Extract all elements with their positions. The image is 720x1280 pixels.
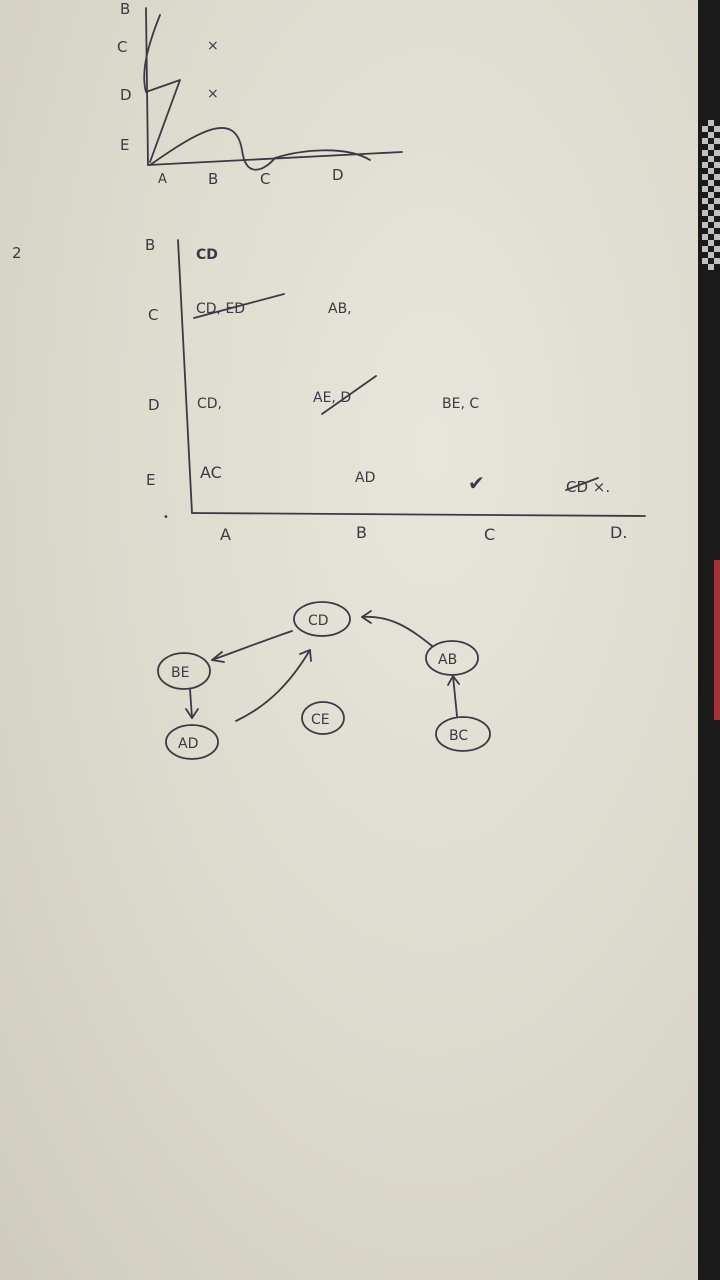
cell-d-b-strike xyxy=(321,375,377,415)
sketch2-y-label-e: E xyxy=(146,471,155,489)
cell-d-b: AE, D xyxy=(313,390,351,406)
arrow-cd-to-be xyxy=(211,630,293,661)
node-cd-label: CD xyxy=(308,613,329,629)
cell-e-c-check: ✔ xyxy=(468,471,485,495)
sketch1-mark-2: × xyxy=(207,86,219,102)
node-ab-label: AB xyxy=(438,652,457,668)
sketch2-number: 2 xyxy=(12,244,22,262)
arrow-bc-to-ab xyxy=(452,675,458,717)
node-be-circle xyxy=(157,652,211,690)
sketch2-x-label-c: C xyxy=(484,525,495,544)
arrow-ad-to-cd-head xyxy=(299,649,312,662)
cell-b-a: CD xyxy=(196,247,218,263)
arrow-cd-to-be-head xyxy=(211,651,225,663)
arrow-ab-to-cd xyxy=(361,615,433,647)
sketch2-y-label-b: B xyxy=(145,236,155,254)
node-bc-label: BC xyxy=(449,728,468,744)
sketch2-x-label-d: D. xyxy=(610,523,627,542)
sketch2-y-axis xyxy=(177,239,193,514)
sketch2-x-axis xyxy=(191,512,646,517)
node-ce-circle xyxy=(301,701,345,735)
sketch2-y-label-c: C xyxy=(148,306,158,324)
checker-pattern xyxy=(702,120,720,270)
cell-c-b: AB, xyxy=(328,301,352,317)
node-ad-circle xyxy=(165,724,219,760)
node-ab-circle xyxy=(425,640,479,676)
cell-d-c: BE, C xyxy=(442,396,479,412)
sketch1-mark-1: × xyxy=(207,38,219,54)
cell-d-a: CD, xyxy=(197,396,222,412)
sketch1: B C D E A B C D × × xyxy=(117,0,403,188)
cell-e-b: AD xyxy=(355,470,375,486)
cell-e-a: AC xyxy=(200,463,222,482)
red-edge xyxy=(714,560,720,720)
arrow-be-to-ad-head xyxy=(185,708,199,719)
sketch2-y-label-d: D xyxy=(148,396,160,414)
sketch1-x-label-d: D xyxy=(332,166,344,184)
node-be-label: BE xyxy=(171,665,189,681)
sketch1-y-label-e: E xyxy=(120,136,129,154)
sketch1-y-axis xyxy=(145,7,149,166)
cell-c-a: CD, ED xyxy=(196,301,245,317)
node-cd-circle xyxy=(293,601,351,637)
sketch1-curve-upper xyxy=(143,14,181,163)
sketch2: 2 B C D E A B C D. CD CD, ED AB, CD, AE,… xyxy=(12,236,646,544)
sketch2-x-label-a: A xyxy=(220,525,231,544)
dark-edge-strip xyxy=(698,0,720,1280)
sketch1-y-label-b: B xyxy=(120,0,130,18)
sketch2-x-label-b: B xyxy=(356,523,367,542)
sketch1-y-label-c: C xyxy=(117,38,127,56)
sketch1-x-label-c: C xyxy=(260,170,270,188)
node-ce-label: CE xyxy=(311,712,330,728)
cell-e-d: CD ×. xyxy=(566,478,610,496)
dependency-graph: CD BE AD CE AB BC xyxy=(157,601,491,760)
sketch1-curve-lower xyxy=(149,127,371,171)
cell-e-d-strike xyxy=(565,477,599,491)
sketch1-x-label-b: B xyxy=(208,170,218,188)
sketch1-x-label-a: A xyxy=(158,172,167,187)
node-bc-circle xyxy=(435,716,491,752)
cell-c-a-strike xyxy=(193,293,285,319)
arrow-ab-to-cd-head xyxy=(361,610,372,624)
arrow-ad-to-cd xyxy=(235,649,311,722)
arrow-be-to-ad xyxy=(189,688,193,719)
origin-dot: • xyxy=(163,512,169,523)
sketch1-y-label-d: D xyxy=(120,86,132,104)
node-ad-label: AD xyxy=(178,736,198,752)
arrow-bc-to-ab-head xyxy=(447,675,460,686)
